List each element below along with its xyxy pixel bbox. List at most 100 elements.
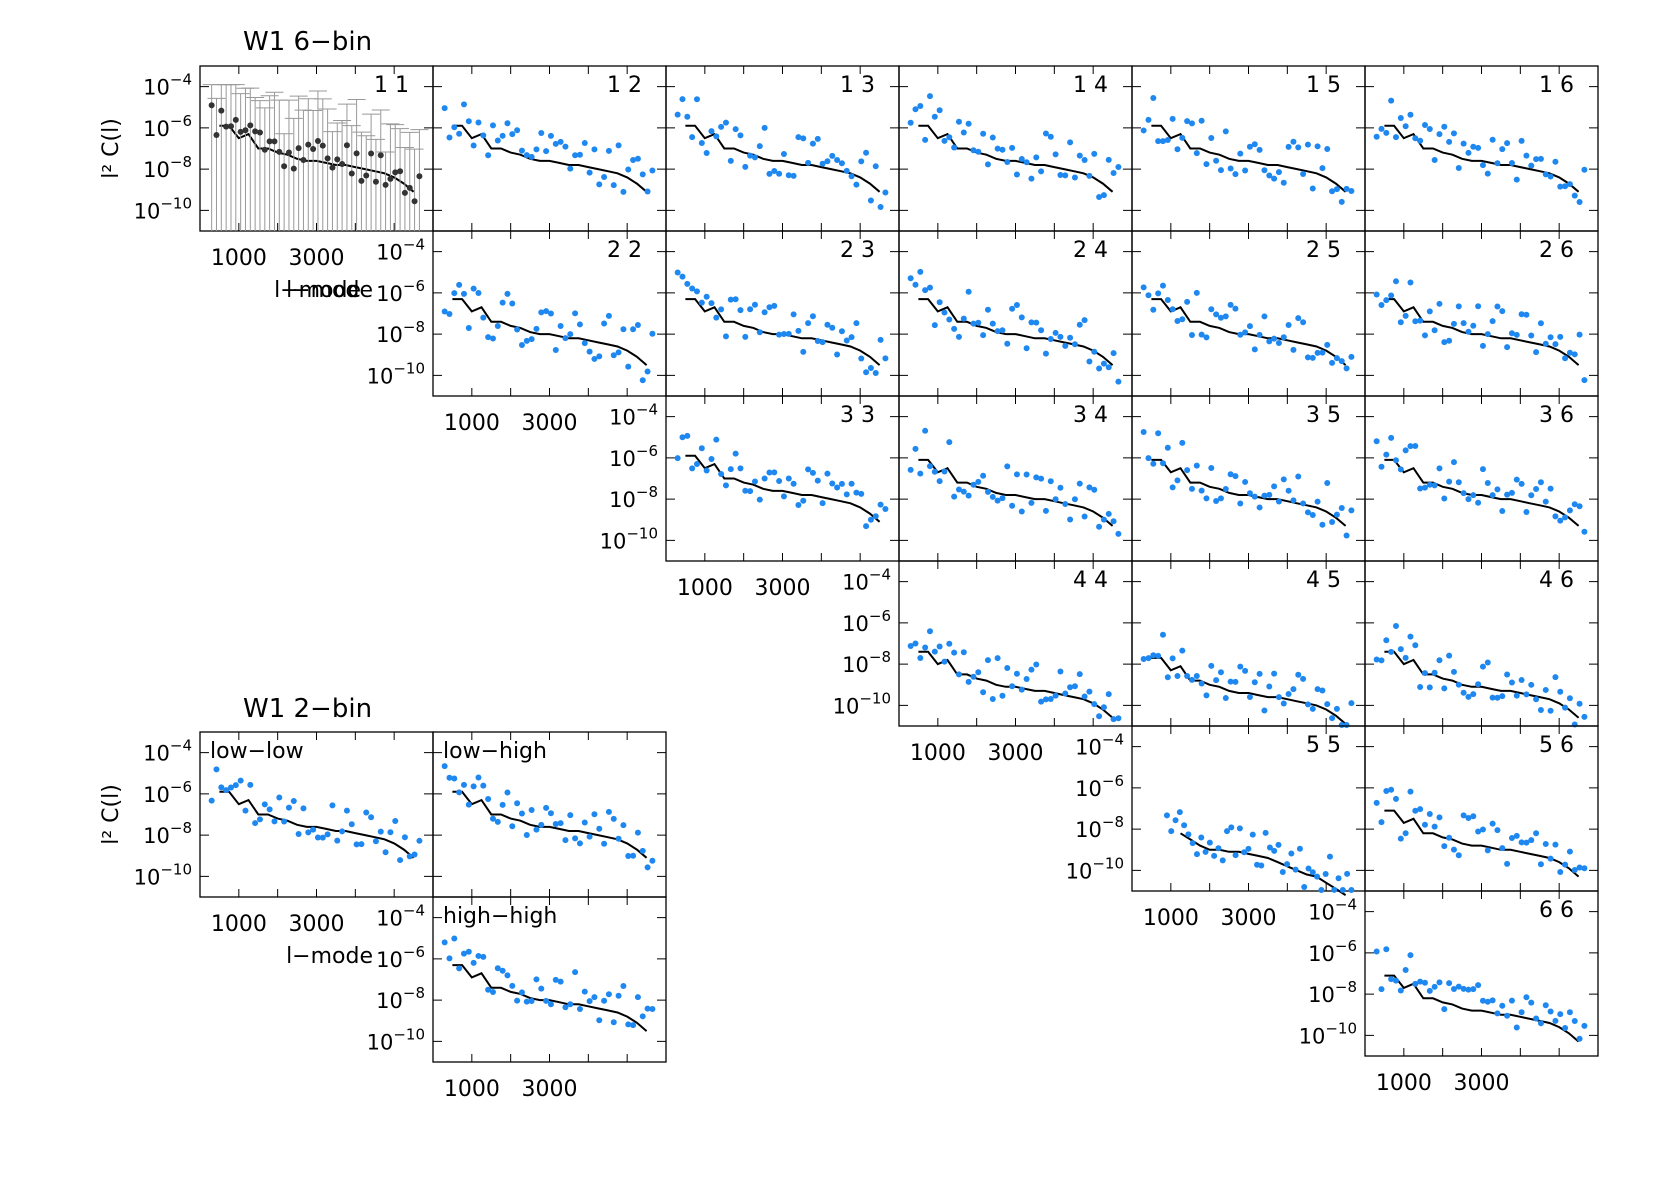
data-point: [1280, 179, 1287, 186]
data-point: [1314, 349, 1321, 356]
data-point: [1262, 829, 1269, 836]
data-point: [644, 1005, 651, 1012]
panel-4-5: 4 5: [1131, 560, 1366, 728]
data-point: [1581, 528, 1588, 535]
data-point: [543, 997, 550, 1004]
data-point: [1417, 806, 1424, 813]
data-point: [465, 118, 472, 125]
data-point: [494, 137, 501, 144]
data-point: [1188, 331, 1195, 338]
data-point: [295, 145, 302, 152]
data-point: [460, 781, 467, 788]
data-point: [1383, 637, 1390, 644]
data-point: [1189, 840, 1196, 847]
data-point: [1475, 144, 1482, 151]
data-point: [1185, 831, 1192, 838]
data-point: [795, 327, 802, 334]
data-point: [790, 311, 797, 318]
data-point: [1441, 685, 1448, 692]
data-point: [1378, 819, 1385, 826]
data-point: [543, 804, 550, 811]
data-point: [1326, 853, 1333, 860]
data-point: [1547, 334, 1554, 341]
data-point: [1460, 985, 1467, 992]
data-point: [1246, 143, 1253, 150]
data-point: [644, 188, 651, 195]
data-point: [1581, 1022, 1588, 1029]
data-point: [776, 170, 783, 177]
model-line: [1384, 650, 1580, 719]
data-point: [1547, 855, 1554, 862]
data-point: [499, 967, 506, 974]
data-point: [1324, 701, 1331, 708]
data-point: [1290, 346, 1297, 353]
data-point: [693, 460, 700, 467]
data-point: [1009, 683, 1016, 690]
data-point: [912, 281, 919, 288]
data-point: [1076, 321, 1083, 328]
data-point: [1343, 185, 1350, 192]
data-point: [271, 818, 278, 825]
data-point: [630, 1022, 637, 1029]
data-point: [1348, 507, 1355, 514]
data-point: [1076, 671, 1083, 678]
y-tick-label: 10−10: [367, 359, 425, 388]
data-point: [679, 434, 686, 441]
data-point: [509, 300, 516, 307]
data-point: [392, 169, 399, 176]
data-point: [1249, 831, 1256, 838]
data-point: [1300, 319, 1307, 326]
data-point: [1110, 170, 1117, 177]
data-point: [843, 491, 850, 498]
data-point: [596, 181, 603, 188]
data-point: [1145, 655, 1152, 662]
data-point: [751, 301, 758, 308]
data-point: [1557, 333, 1564, 340]
data-point: [639, 1013, 646, 1020]
data-point: [630, 156, 637, 163]
data-point: [1242, 329, 1249, 336]
data-point: [1208, 662, 1215, 669]
data-point: [751, 154, 758, 161]
data-point: [951, 325, 958, 332]
data-point: [1174, 672, 1181, 679]
data-point: [1052, 692, 1059, 699]
data-point: [406, 853, 413, 860]
y-tick-label: 10−6: [842, 607, 891, 636]
data-point: [1421, 979, 1428, 986]
data-point: [1174, 318, 1181, 325]
data-point: [1499, 308, 1506, 315]
data-point: [1576, 331, 1583, 338]
data-point: [1533, 696, 1540, 703]
data-point: [1504, 1012, 1511, 1019]
data-point: [1528, 332, 1535, 339]
data-point: [620, 188, 627, 195]
data-point: [1455, 681, 1462, 688]
data-point: [1383, 451, 1390, 458]
data-point: [1465, 496, 1472, 503]
data-point: [684, 280, 691, 287]
data-point: [1203, 495, 1210, 502]
data-point: [644, 368, 651, 375]
data-point: [1373, 291, 1380, 298]
data-point: [1475, 681, 1482, 688]
panel-label: 5 6: [1539, 733, 1574, 758]
data-point: [742, 163, 749, 170]
data-point: [586, 169, 593, 176]
data-point: [975, 669, 982, 676]
data-point: [853, 489, 860, 496]
data-point: [960, 649, 967, 656]
data-point: [1033, 474, 1040, 481]
panel-label: 2 3: [840, 238, 875, 263]
data-point: [1251, 346, 1258, 353]
data-point: [634, 155, 641, 162]
data-point: [610, 1019, 617, 1026]
data-point: [416, 173, 423, 180]
data-point: [208, 102, 215, 109]
data-point: [552, 820, 559, 827]
data-point: [1057, 333, 1064, 340]
data-point: [780, 331, 787, 338]
data-point: [1441, 123, 1448, 130]
data-point: [761, 309, 768, 316]
data-point: [1412, 980, 1419, 987]
